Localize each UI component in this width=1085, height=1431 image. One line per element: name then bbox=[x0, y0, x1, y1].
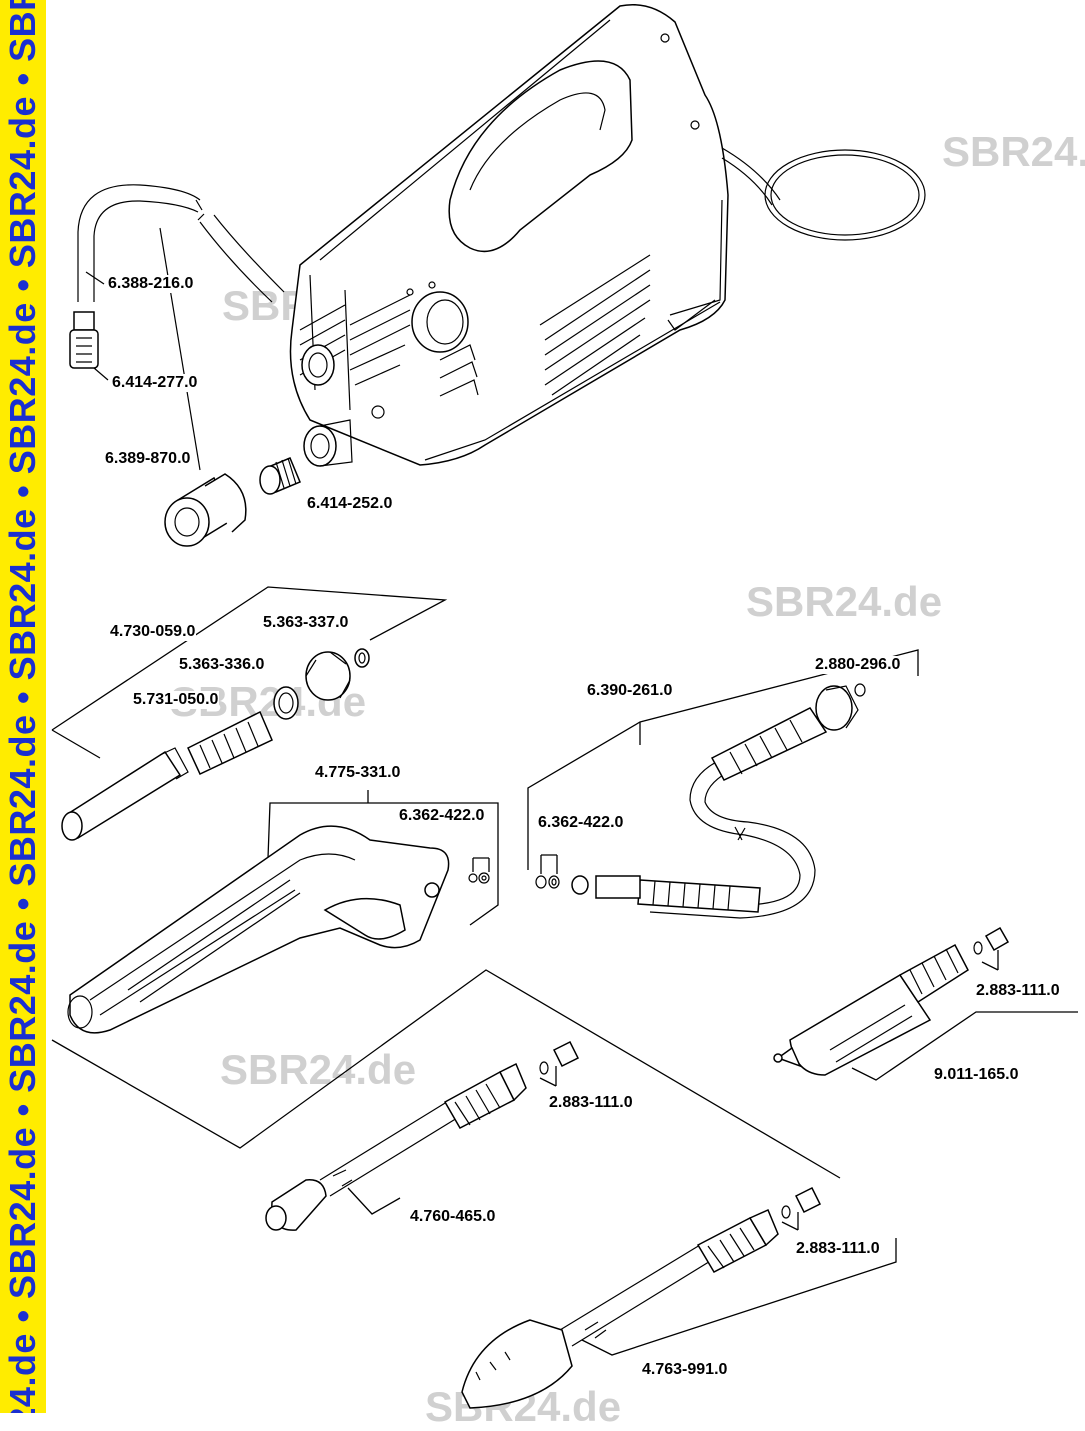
part-label-suction-hose: 6.388-216.0 bbox=[107, 275, 195, 293]
part-label-spray-gun: 4.775-331.0 bbox=[314, 764, 402, 782]
pressure-washer-body bbox=[289, 4, 729, 467]
high-pressure-hose bbox=[527, 649, 919, 919]
part-label-gun-oring: 6.362-422.0 bbox=[398, 807, 486, 825]
part-label-rotor-oring: 2.883-111.0 bbox=[795, 1240, 881, 1258]
hose-coupling bbox=[159, 227, 247, 547]
part-label-rotor-nozzle: 4.763-991.0 bbox=[641, 1361, 729, 1379]
part-label-coupling: 6.389-870.0 bbox=[104, 450, 192, 468]
watermark: SBR24.de bbox=[942, 128, 1085, 175]
watermark: SBR24.de bbox=[220, 1046, 417, 1093]
spray-lance bbox=[51, 969, 841, 1231]
part-label-spray-lance: 4.760-465.0 bbox=[409, 1208, 497, 1226]
part-label-adapter: 6.414-252.0 bbox=[306, 495, 394, 513]
part-label-brush-oring: 2.883-111.0 bbox=[975, 982, 1061, 1000]
suction-filter bbox=[69, 311, 109, 381]
sidebar-watermark-text: 24.de • SBR24.de • SBR24.de • SBR24.de •… bbox=[2, 0, 43, 1413]
part-label-filter-insert: 5.731-050.0 bbox=[132, 691, 220, 709]
part-label-hose-oring: 2.880-296.0 bbox=[814, 656, 902, 674]
power-cord bbox=[721, 147, 926, 241]
suction-hose bbox=[77, 184, 285, 303]
part-label-seal-ring-a: 5.363-337.0 bbox=[262, 614, 350, 632]
part-label-hp-hose: 6.390-261.0 bbox=[586, 682, 674, 700]
rotor-nozzle bbox=[461, 1186, 897, 1409]
spray-gun bbox=[67, 790, 499, 1034]
sbr24-sidebar-banner: 24.de • SBR24.de • SBR24.de • SBR24.de •… bbox=[0, 0, 46, 1413]
part-label-brush: 9.011-165.0 bbox=[933, 1066, 1020, 1084]
part-label-water-filter-set: 4.730-059.0 bbox=[109, 623, 197, 641]
part-label-hose-end-oring: 6.362-422.0 bbox=[537, 814, 625, 832]
exploded-parts-drawing bbox=[51, 4, 1078, 1409]
water-filter-assembly bbox=[51, 586, 448, 841]
watermark: SBR24.de bbox=[746, 578, 943, 625]
part-label-lance-oring: 2.883-111.0 bbox=[548, 1094, 634, 1112]
threaded-adapter bbox=[259, 457, 301, 495]
part-label-seal-ring-b: 5.363-336.0 bbox=[178, 656, 266, 674]
part-label-suction-filter: 6.414-277.0 bbox=[111, 374, 199, 392]
brush bbox=[773, 926, 1078, 1081]
